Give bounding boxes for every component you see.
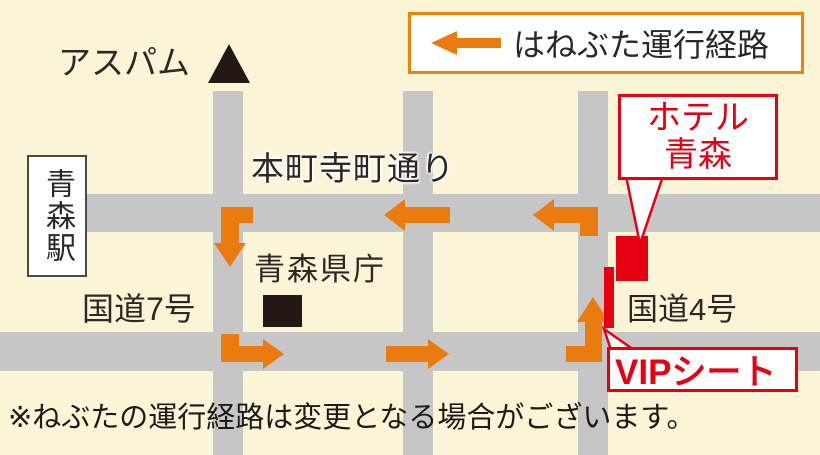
honcho-teramachi-label: 本町寺町通り [251, 150, 455, 187]
road-honcho-teramachi [80, 194, 820, 232]
arrow-head-down-icon [214, 243, 246, 267]
aspam-label: アスパム [58, 44, 190, 81]
arrow-head-left-icon [533, 199, 554, 231]
pref-office-label: 青森県庁 [254, 252, 386, 287]
vip-callout: VIPシート [607, 347, 798, 392]
hotel-building [616, 236, 648, 281]
station-label: 青森駅 [41, 168, 74, 264]
hotel-label-line2: 青森 [664, 136, 732, 174]
vip-label: VIPシート [615, 353, 777, 392]
arrow-head-right-icon [263, 339, 284, 369]
road-middle-street [403, 91, 433, 455]
route7-label: 国道7号 [82, 291, 196, 327]
pref-office-building [263, 295, 302, 327]
road-aspam-street [213, 91, 243, 455]
legend-label: はねぶた運行経路 [513, 27, 770, 63]
arrow-head-left-icon [384, 199, 405, 231]
station-box: 青森駅 [27, 155, 87, 277]
arrow-head-up-icon [577, 297, 609, 322]
note-text: ※ねぶたの運行経路は変更となる場合がございます。 [8, 402, 696, 434]
route4-label: 国道4号 [627, 292, 738, 327]
legend-route-arrow-bar [457, 38, 501, 48]
hotel-callout-tail [624, 174, 665, 249]
road-route4 [578, 91, 608, 455]
legend-box: はねぶた運行経路 [408, 12, 804, 74]
hotel-label-line1: ホテル [647, 98, 749, 137]
vip-seat-marker [604, 267, 614, 328]
aspam-triangle-marker [208, 44, 250, 83]
arrow-head-right-icon [428, 339, 449, 369]
legend-route-arrow-icon [431, 31, 457, 55]
hotel-callout: ホテル 青森 [618, 94, 778, 180]
